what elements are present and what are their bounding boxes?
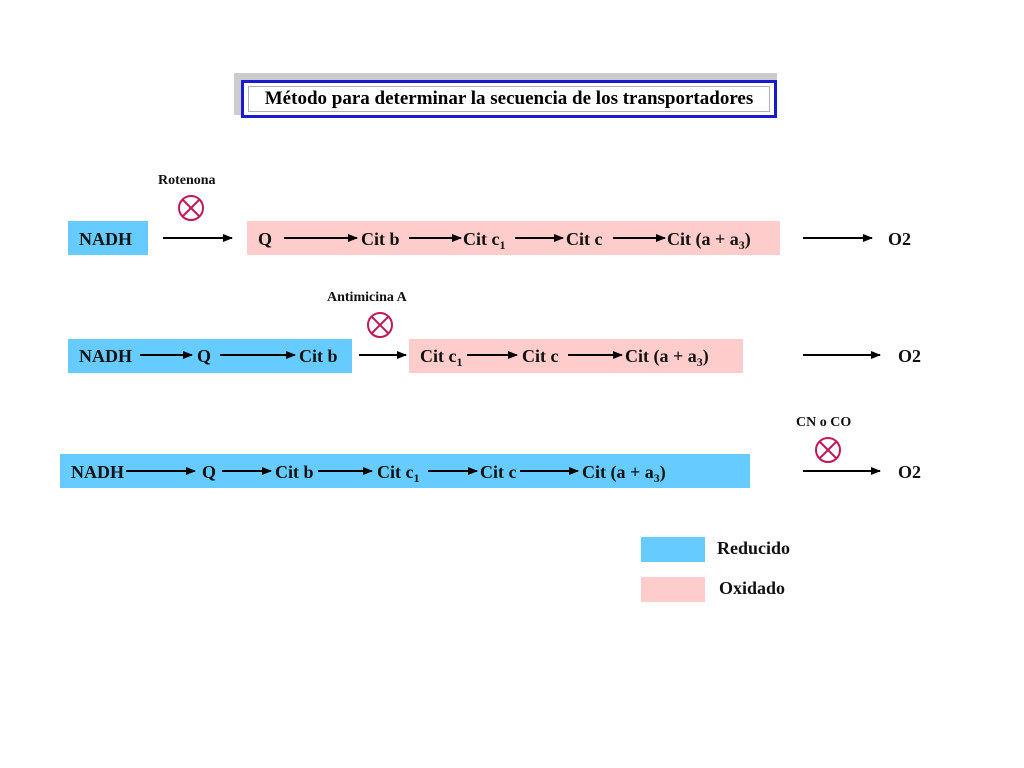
row3-o2: O2 xyxy=(898,462,922,482)
row2-o2: O2 xyxy=(898,346,922,366)
row3-q: Q xyxy=(202,462,217,482)
row2-nadh: NADH xyxy=(79,346,132,366)
row2-q: Q xyxy=(197,346,212,366)
row1-o2: O2 xyxy=(888,229,912,249)
title-box: Método para determinar la secuencia de l… xyxy=(241,80,777,118)
row1-inhibitor-icon xyxy=(178,195,204,221)
row1-inhibitor-label: Rotenona xyxy=(158,173,216,188)
row2-cit-c: Cit c xyxy=(522,346,559,366)
row3-cit-c: Cit c xyxy=(480,462,517,482)
row3-cit-c1: Cit c1 xyxy=(377,462,420,485)
row1-cit-b: Cit b xyxy=(361,229,400,249)
row2-inhibitor-icon xyxy=(367,312,393,338)
legend-oxidado-swatch xyxy=(641,577,705,602)
legend-reducido-label: Reducido xyxy=(717,538,791,558)
row2-reduced-box xyxy=(68,339,352,373)
row2-cit-b: Cit b xyxy=(299,346,338,366)
row3-cit-b: Cit b xyxy=(275,462,314,482)
row2-cit-aa3: Cit (a + a3) xyxy=(625,346,709,369)
row3-nadh: NADH xyxy=(71,462,124,482)
row1-cit-c1: Cit c1 xyxy=(463,229,506,252)
diagram-title: Método para determinar la secuencia de l… xyxy=(248,86,770,112)
row3-inhibitor-label: CN o CO xyxy=(796,415,852,430)
row1-q: Q xyxy=(258,229,273,249)
row2-cit-c1: Cit c1 xyxy=(420,346,463,369)
row1-reduced-box xyxy=(68,221,148,255)
row1-nadh: NADH xyxy=(79,229,132,249)
legend-oxidado-label: Oxidado xyxy=(719,578,786,598)
legend-reducido-swatch xyxy=(641,537,705,562)
row3-cit-aa3: Cit (a + a3) xyxy=(582,462,666,485)
row2-inhibitor-label: Antimicina A xyxy=(327,290,407,305)
row3-inhibitor-icon xyxy=(815,437,841,463)
row1-cit-c: Cit c xyxy=(566,229,603,249)
row1-cit-aa3: Cit (a + a3) xyxy=(667,229,751,252)
